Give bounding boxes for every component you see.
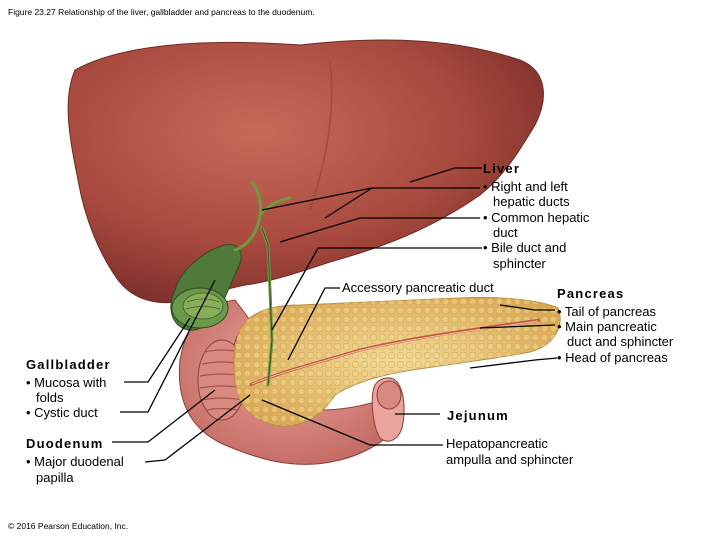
liver-shape (67, 39, 544, 304)
leader-cystic (120, 279, 216, 413)
leader-ampulla (261, 399, 443, 446)
liver-item: sphincter (493, 256, 546, 271)
pancreas-label: Pancreas (557, 286, 625, 301)
liver-item: • Bile duct and (483, 240, 567, 255)
gallbladder-item: • Mucosa with (26, 375, 107, 390)
pancreas-item: duct and sphincter (567, 334, 674, 349)
figure-caption: Figure 23.27 Relationship of the liver, … (8, 7, 315, 17)
leader-accessory-duct (287, 287, 340, 361)
leader-head (469, 357, 558, 369)
duodenum-item: papilla (36, 470, 74, 485)
pancreas-item: • Main pancreatic (557, 319, 657, 334)
pancreas-item: • Head of pancreas (557, 350, 668, 365)
gallbladder-item: • Cystic duct (26, 405, 98, 420)
leader-mucosa (124, 317, 191, 383)
jejunum-label: Jejunum (447, 408, 509, 423)
liver-item: duct (493, 225, 518, 240)
duodenum-item: • Major duodenal (26, 454, 124, 469)
leader-duodenum (112, 389, 216, 443)
copyright-notice: © 2016 Pearson Education, Inc. (8, 520, 129, 531)
leader-common-hepatic (279, 217, 480, 243)
accessory-duct-label: Accessory pancreatic duct (342, 280, 494, 295)
gallbladder-label: Gallbladder (26, 357, 111, 372)
leader-liver (409, 167, 482, 183)
liver-item: hepatic ducts (493, 194, 570, 209)
leader-papilla (144, 394, 251, 463)
leader-tail (499, 304, 555, 311)
leader-main-duct (479, 324, 556, 329)
ampulla-label-line: ampulla and sphincter (446, 452, 574, 467)
liver-item: • Common hepatic (483, 210, 590, 225)
duodenum-label: Duodenum (26, 436, 104, 451)
gallbladder-item: folds (36, 390, 64, 405)
ampulla-label-line: Hepatopancreatic (446, 436, 548, 451)
pancreas-item: • Tail of pancreas (557, 304, 656, 319)
leader-bile-duct (271, 247, 482, 331)
liver-item: • Right and left (483, 179, 568, 194)
liver-label: Liver (483, 161, 521, 176)
